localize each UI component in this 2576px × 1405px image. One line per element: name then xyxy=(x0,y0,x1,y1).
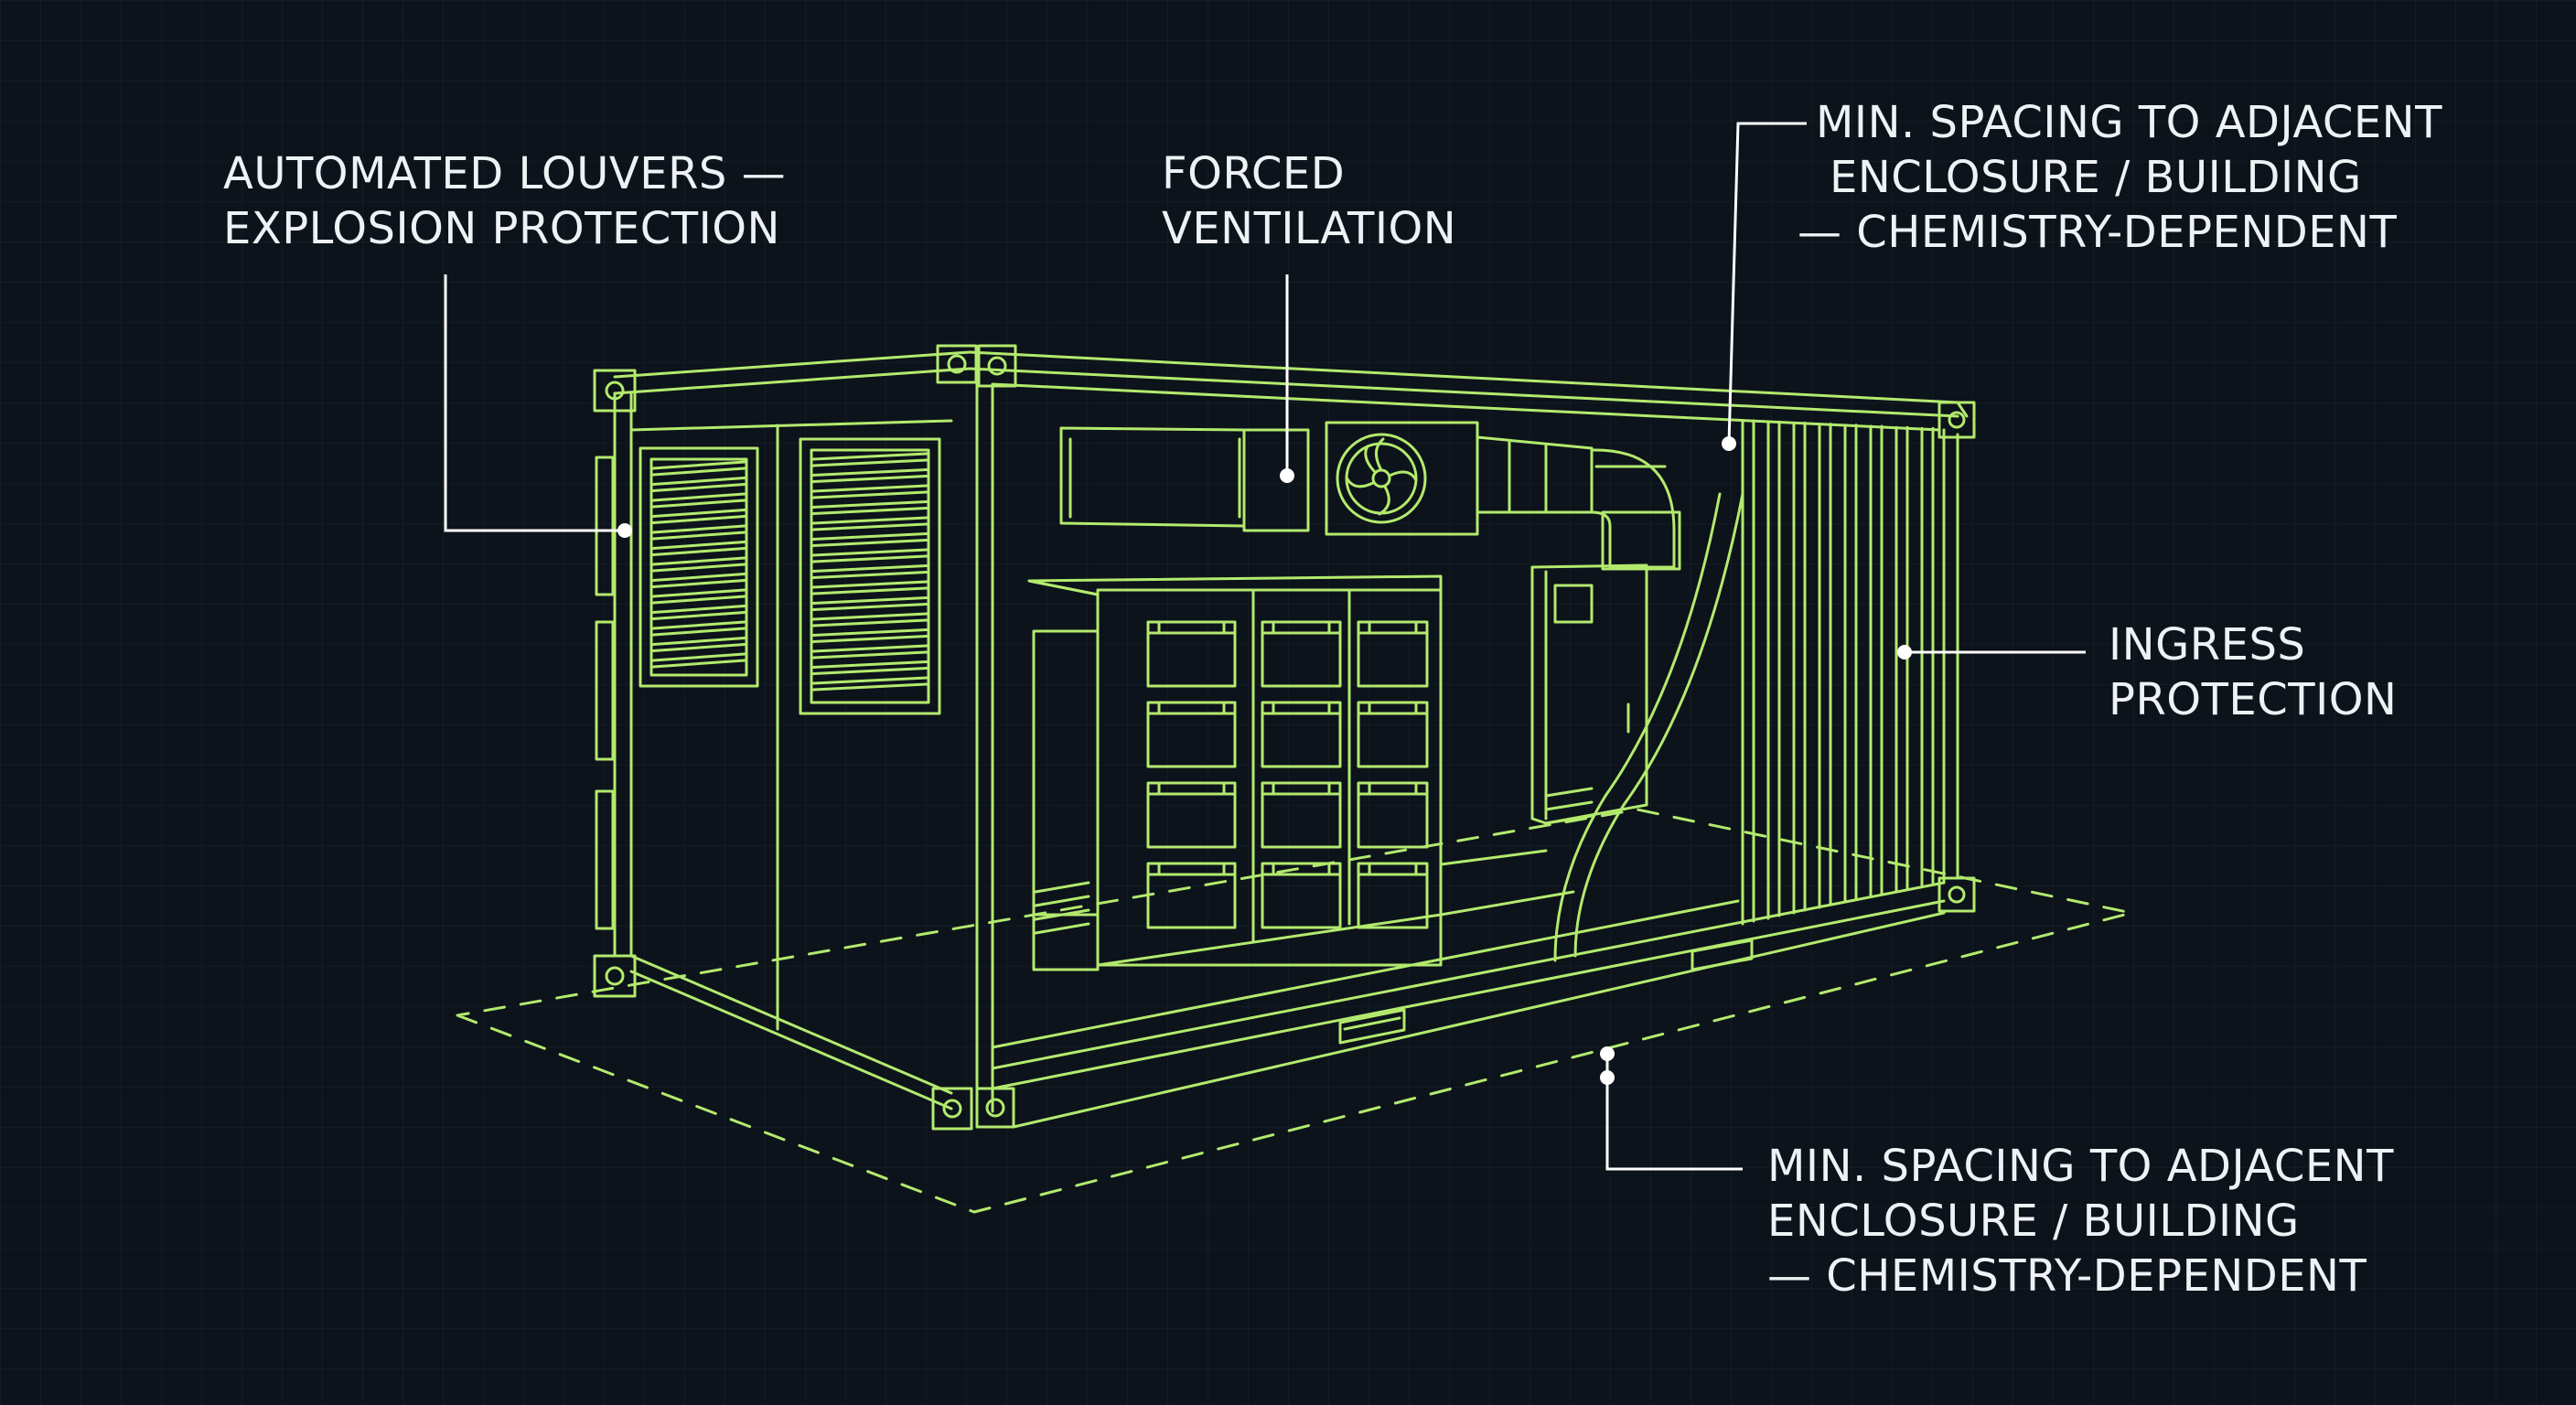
container-side-wall xyxy=(991,428,1959,1129)
ventilation-label-line-2: VENTILATION xyxy=(1162,203,1457,254)
spacing-bottom-label-line-2: ENCLOSURE / BUILDING xyxy=(1767,1196,2300,1247)
louvers-label-line-1: AUTOMATED LOUVERS — xyxy=(223,148,787,199)
spacing-bottom-label-line-3: — CHEMISTRY-DEPENDENT xyxy=(1767,1250,2367,1302)
battery-modules xyxy=(1146,620,1429,929)
ingress-callout-dot xyxy=(1897,645,1912,660)
front-door-end xyxy=(595,382,994,1110)
spacing-top-label-line-1: MIN. SPACING TO ADJACENT xyxy=(1816,97,2442,148)
spacing-top-label: MIN. SPACING TO ADJACENT ENCLOSURE / BUI… xyxy=(1798,95,2442,260)
spacing-bottom-callout-dot xyxy=(1600,1046,1615,1061)
spacing-bottom-callout-dot-2 xyxy=(1600,1070,1615,1085)
ingress-label: INGRESS PROTECTION xyxy=(2109,617,2397,727)
container-top-frame xyxy=(613,350,1969,432)
spacing-bottom-label-line-1: MIN. SPACING TO ADJACENT xyxy=(1767,1141,2394,1192)
container-floor xyxy=(1439,849,1575,917)
louvers-leader-line xyxy=(444,274,625,532)
louvers-callout-dot xyxy=(617,523,632,538)
side-wall-corrugation xyxy=(1741,419,1935,926)
louver-slats xyxy=(651,452,928,692)
ventilation-system xyxy=(1059,421,1681,571)
spacing-footprint xyxy=(456,808,2133,1214)
spacing-top-label-line-3: — CHEMISTRY-DEPENDENT xyxy=(1798,207,2398,258)
spacing-top-callout-dot xyxy=(1722,436,1736,451)
louvers-label-line-2: EXPLOSION PROTECTION xyxy=(223,203,780,254)
ingress-label-line-1: INGRESS xyxy=(2109,619,2306,670)
hvac-cabinet xyxy=(1530,492,1744,962)
battery-racks xyxy=(1027,574,1443,971)
ventilation-callout-dot xyxy=(1280,468,1294,483)
spacing-bottom-label: MIN. SPACING TO ADJACENT ENCLOSURE / BUI… xyxy=(1767,1139,2394,1303)
spacing-top-label-line-2: ENCLOSURE / BUILDING xyxy=(1830,152,2362,203)
ventilation-label: FORCED VENTILATION xyxy=(1162,146,1456,256)
ventilation-label-line-1: FORCED xyxy=(1162,148,1346,199)
ingress-label-line-2: PROTECTION xyxy=(2109,674,2398,725)
spacing-top-leader-line xyxy=(1727,122,1807,445)
spacing-bottom-leader-line xyxy=(1605,1054,1743,1171)
louvers-label: AUTOMATED LOUVERS — EXPLOSION PROTECTION xyxy=(223,146,786,256)
